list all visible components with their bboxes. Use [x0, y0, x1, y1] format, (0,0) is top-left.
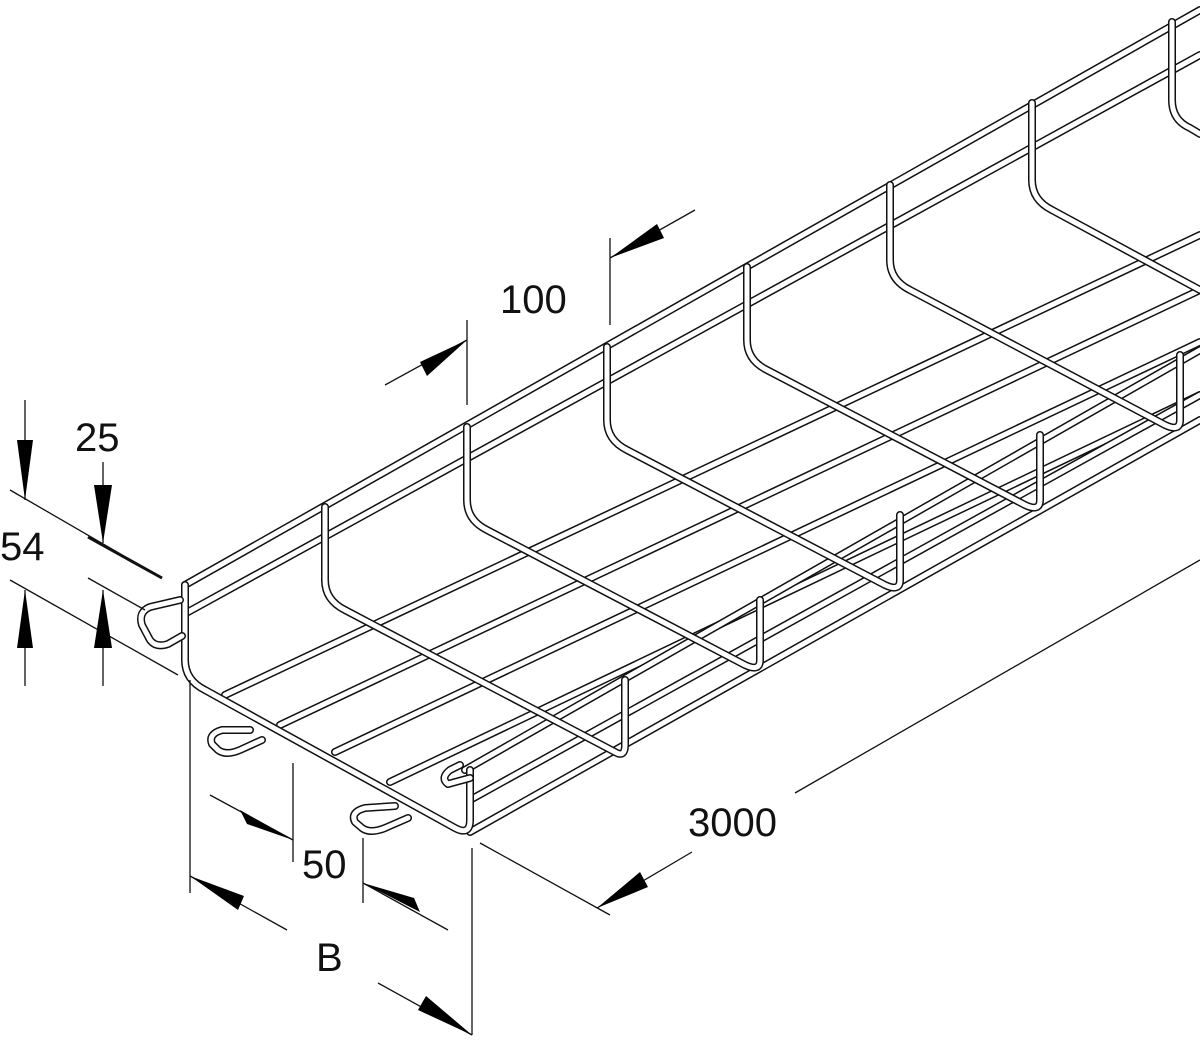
dimension-label-50: 50	[302, 843, 347, 887]
dimension-label-B: B	[316, 936, 343, 980]
dimension-label-54: 54	[0, 525, 45, 569]
dimension-3000	[479, 559, 1200, 916]
dimension-label-3000: 3000	[688, 801, 777, 845]
dimension-label-25: 25	[75, 416, 120, 460]
dimension-25-54	[9, 400, 179, 686]
cross-wires	[181, 18, 1200, 835]
dimension-50	[209, 763, 449, 931]
dimension-label-100: 100	[500, 278, 567, 322]
tray-body	[137, 6, 1200, 836]
arrow-icon	[610, 224, 664, 258]
arrow-icon	[420, 340, 467, 376]
front-side-rails	[461, 346, 1200, 836]
dimension-B	[189, 680, 473, 1036]
connector-clips	[137, 596, 474, 835]
dimension-100	[384, 209, 696, 405]
